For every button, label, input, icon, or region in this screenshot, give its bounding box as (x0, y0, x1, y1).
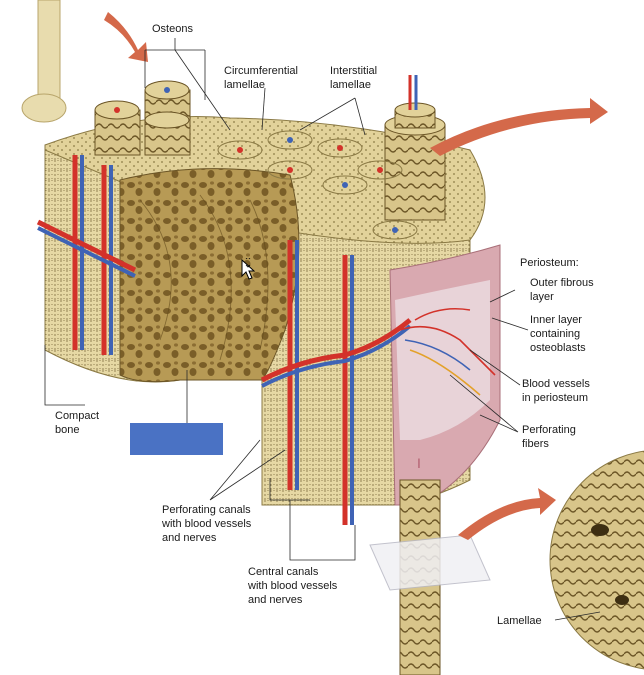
trabecular-lines (139, 194, 269, 361)
left-blood-vessels (36, 155, 137, 355)
leader-lines (44, 38, 601, 621)
label-lamellae: Lamellae (497, 615, 542, 627)
periosteum-wall (389, 244, 501, 506)
right-blood-vessels (260, 240, 412, 525)
magnified-lamellae (549, 450, 644, 670)
osteon-cylinders (94, 80, 191, 156)
zoom-arrow-bottom (458, 488, 556, 540)
long-bone-icon (21, 0, 67, 123)
bone-shaft (369, 479, 491, 675)
label-periosteum: Periosteum: (520, 257, 579, 269)
zoom-arrow-top (104, 12, 148, 62)
label-I-marker: I (417, 455, 421, 471)
periosteum-vessels (399, 307, 496, 396)
move-cursor-icon (241, 258, 256, 280)
osteon-rings (217, 130, 418, 240)
label-osteons: Osteons (152, 23, 193, 35)
right-osteon-column (384, 75, 446, 221)
zoom-arrow-right (430, 98, 608, 156)
answer-box[interactable] (130, 423, 223, 455)
spongy-bone-cavity (119, 168, 300, 383)
